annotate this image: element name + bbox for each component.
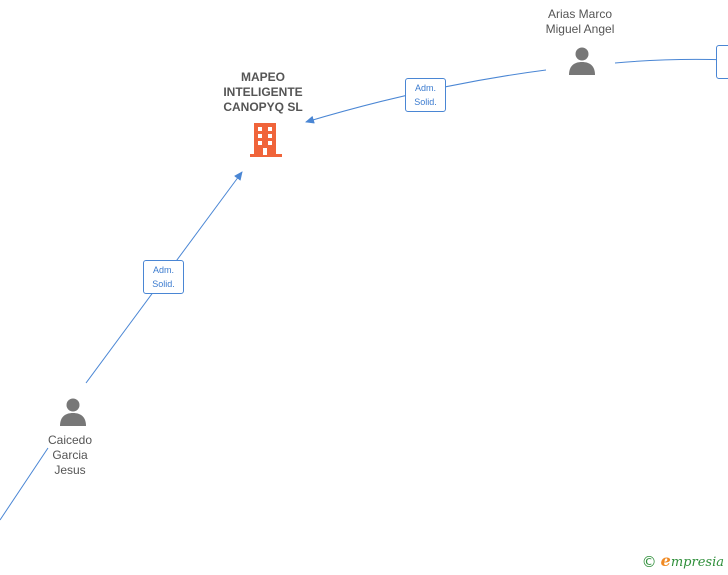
edge-offscreen-bottom-left bbox=[0, 447, 49, 521]
edge-label-caicedo[interactable]: Adm. Solid. bbox=[143, 260, 184, 294]
copyright-icon: © bbox=[641, 553, 657, 571]
edge-label-offscreen[interactable] bbox=[716, 45, 728, 79]
building-icon[interactable] bbox=[249, 122, 283, 158]
person-icon[interactable] bbox=[567, 46, 597, 76]
brand-logo: empresia bbox=[660, 551, 724, 570]
edge-offscreen-right bbox=[614, 58, 728, 64]
person-name-caicedo[interactable]: Caicedo Garcia Jesus bbox=[47, 433, 93, 477]
person-name-arias[interactable]: Arias Marco Miguel Angel bbox=[545, 7, 615, 36]
brand-watermark: © empresia bbox=[641, 551, 724, 572]
edge-label-arias[interactable]: Adm. Solid. bbox=[405, 78, 446, 112]
person-icon[interactable] bbox=[58, 397, 88, 427]
company-name[interactable]: MAPEO INTELIGENTE CANOPYQ SL bbox=[223, 70, 303, 114]
